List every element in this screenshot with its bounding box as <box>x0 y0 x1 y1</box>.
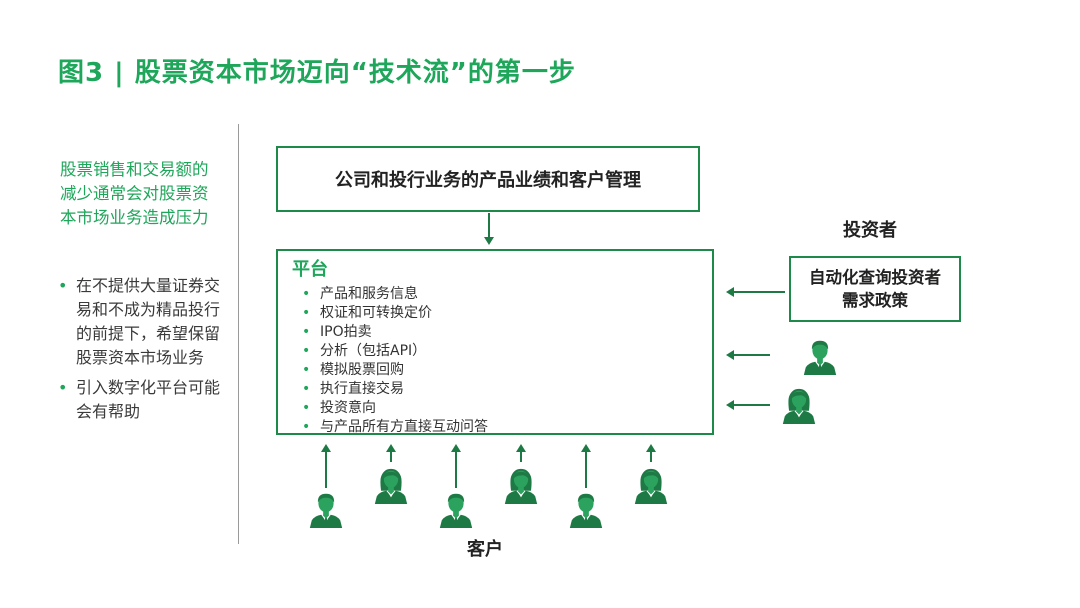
bullet-dot-icon: • <box>302 419 311 435</box>
left-bullet-text: 在不提供大量证券交易和不成为精品投行的前提下，希望保留股票资本市场业务 <box>76 276 221 367</box>
left-heading: 股票销售和交易额的减少通常会对股票资本市场业务造成压力 <box>60 160 209 227</box>
auto-query-box: 自动化查询投资者需求政策 <box>789 256 961 322</box>
platform-item-label: 产品和服务信息 <box>320 286 418 302</box>
bullet-dot-icon: • <box>58 276 68 295</box>
left-bullet-item: • 在不提供大量证券交易和不成为精品投行的前提下，希望保留股票资本市场业务 <box>58 274 228 370</box>
arrow-up-icon <box>451 444 461 488</box>
bullet-dot-icon: • <box>302 286 311 302</box>
platform-item-label: 与产品所有方直接互动问答 <box>320 419 488 435</box>
client-person-icon <box>309 493 343 528</box>
arrow-up-icon <box>516 444 526 462</box>
investor-label: 投资者 <box>843 220 897 241</box>
platform-item-label: 投资意向 <box>320 400 376 416</box>
bullet-dot-icon: • <box>302 305 311 321</box>
platform-item-label: IPO拍卖 <box>320 324 372 340</box>
bullet-dot-icon: • <box>302 400 311 416</box>
platform-item: • IPO拍卖 <box>300 323 488 342</box>
arrow-up-icon <box>321 444 331 488</box>
platform-item-label: 分析（包括API） <box>320 343 427 359</box>
platform-item: • 权证和可转换定价 <box>300 304 488 323</box>
arrow-left-icon <box>726 400 770 410</box>
bullet-dot-icon: • <box>302 381 311 397</box>
platform-item-label: 权证和可转换定价 <box>320 305 432 321</box>
platform-list: • 产品和服务信息 • 权证和可转换定价 • IPO拍卖 • 分析（包括API） • 模拟… <box>300 285 488 437</box>
client-person-icon <box>569 493 603 528</box>
arrow-down-icon <box>484 213 494 245</box>
arrow-up-icon <box>581 444 591 488</box>
platform-item: • 产品和服务信息 <box>300 285 488 304</box>
client-label: 客户 <box>467 539 503 560</box>
platform-item: • 执行直接交易 <box>300 380 488 399</box>
platform-item: • 投资意向 <box>300 399 488 418</box>
top-box-label: 公司和投行业务的产品业绩和客户管理 <box>335 170 641 191</box>
client-person-icon <box>504 468 538 504</box>
bullet-dot-icon: • <box>302 343 311 359</box>
left-bullet-item: • 引入数字化平台可能会有帮助 <box>58 376 228 424</box>
bullet-dot-icon: • <box>302 362 311 378</box>
platform-item: • 与产品所有方直接互动问答 <box>300 418 488 437</box>
investor-person-icon <box>782 388 816 424</box>
top-box: 公司和投行业务的产品业绩和客户管理 <box>276 146 700 212</box>
left-bullet-text: 引入数字化平台可能会有帮助 <box>76 378 221 421</box>
platform-item-label: 模拟股票回购 <box>320 362 404 378</box>
left-bullet-list: • 在不提供大量证券交易和不成为精品投行的前提下，希望保留股票资本市场业务 • 引入… <box>58 274 228 430</box>
arrow-up-icon <box>386 444 396 462</box>
page-title: 图3 | 股票资本市场迈向“技术流”的第一步 <box>58 58 576 88</box>
platform-box: 平台 • 产品和服务信息 • 权证和可转换定价 • IPO拍卖 • 分析（包括API） … <box>276 249 714 435</box>
bullet-dot-icon: • <box>58 378 68 397</box>
arrow-up-icon <box>646 444 656 462</box>
auto-query-label: 自动化查询投资者需求政策 <box>809 268 941 310</box>
platform-item: • 分析（包括API） <box>300 342 488 361</box>
client-person-icon <box>439 493 473 528</box>
platform-title: 平台 <box>292 259 328 280</box>
divider-line <box>238 124 239 544</box>
investor-person-icon <box>803 340 837 375</box>
client-person-icon <box>374 468 408 504</box>
bullet-dot-icon: • <box>302 324 311 340</box>
client-person-icon <box>634 468 668 504</box>
platform-item: • 模拟股票回购 <box>300 361 488 380</box>
arrow-left-icon <box>726 350 770 360</box>
arrow-left-icon <box>726 287 785 297</box>
platform-item-label: 执行直接交易 <box>320 381 404 397</box>
